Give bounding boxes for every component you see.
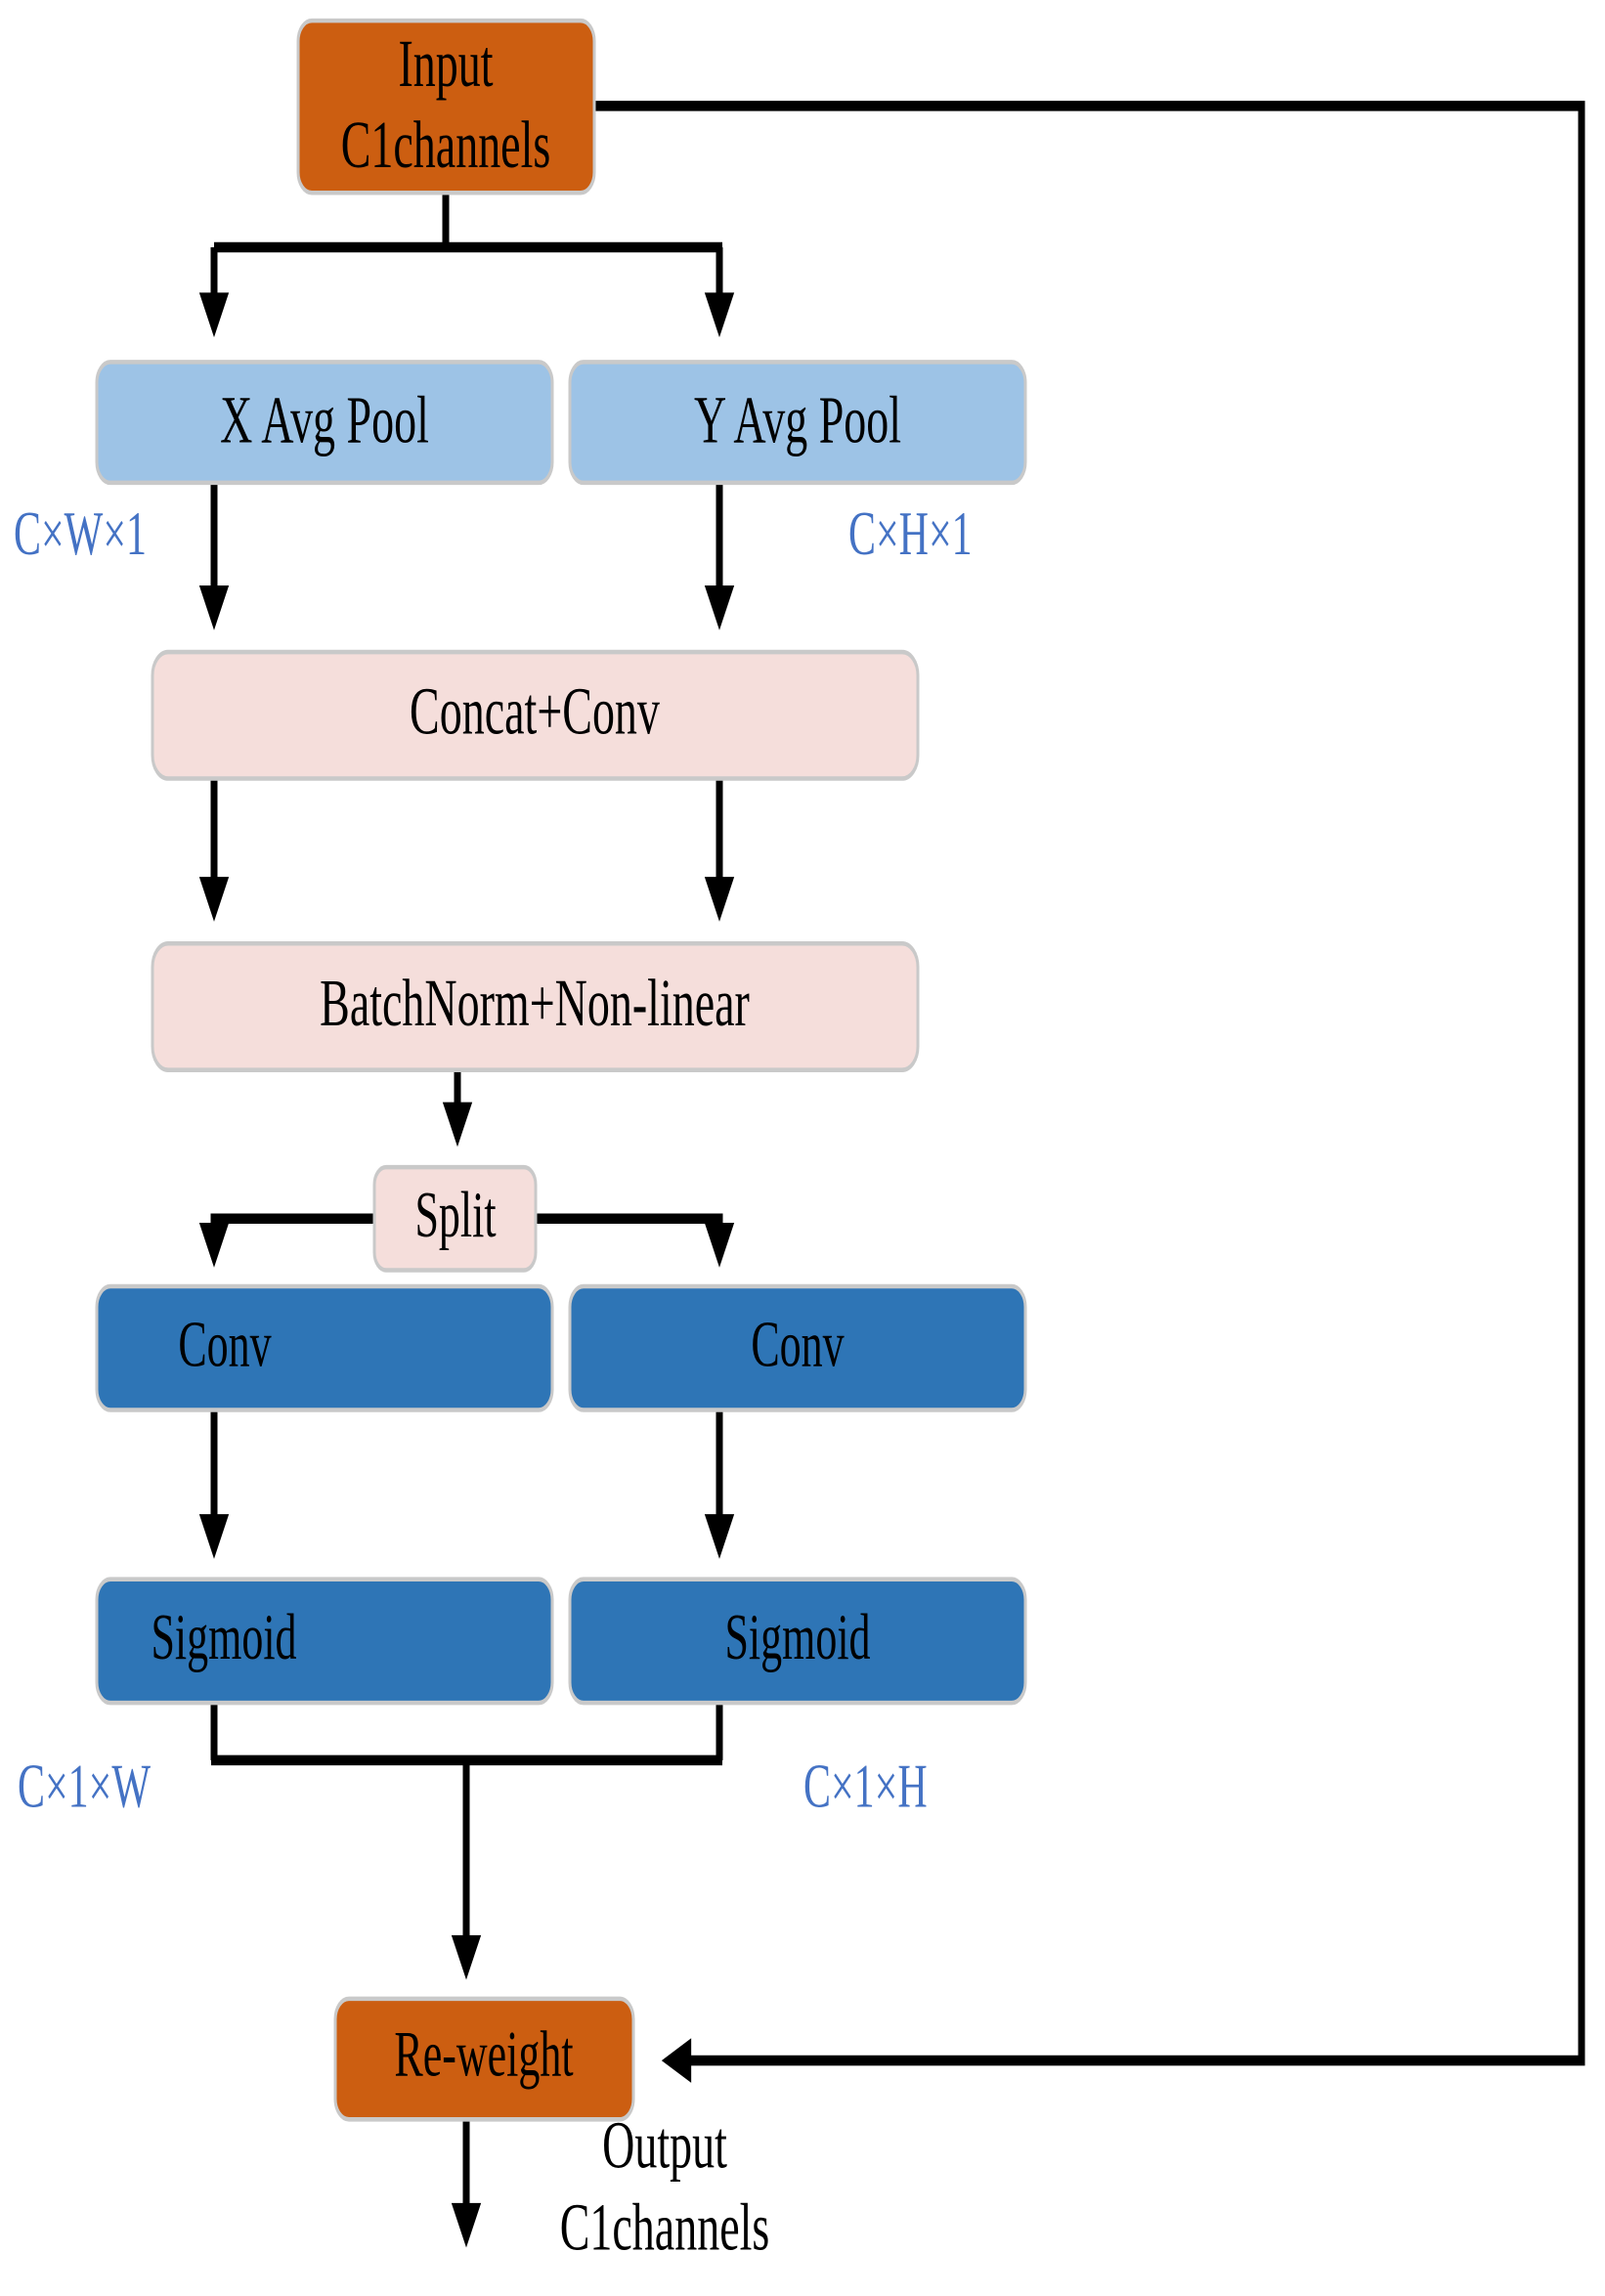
node-input[interactable]: Input C1channels (296, 18, 596, 195)
node-input-label-line1: Input (398, 26, 493, 102)
node-x-avg-pool-rect[interactable] (95, 360, 554, 486)
node-reweight-rect[interactable] (333, 1996, 635, 2122)
node-batchnorm-nonlinear[interactable]: BatchNorm+Non-linear (151, 940, 920, 1072)
node-conv-left-rect[interactable] (95, 1283, 554, 1412)
node-input-rect[interactable] (296, 18, 596, 195)
node-sigmoid-left[interactable]: Sigmoid (95, 1577, 554, 1706)
node-batchnorm-nonlinear-rect[interactable] (151, 940, 920, 1072)
node-sigmoid-left-label: Sigmoid (151, 1602, 296, 1673)
node-concat-conv[interactable]: Concat+Conv (151, 649, 920, 781)
node-sigmoid-right-label: Sigmoid (724, 1602, 870, 1673)
node-split[interactable]: Split (372, 1164, 538, 1273)
edge-split-to-conv-right (536, 1213, 735, 1268)
node-layer: Input C1channels X Avg Pool Y Avg Pool C… (95, 18, 1027, 2122)
edge-input-to-pool-bus (214, 193, 722, 253)
node-concat-conv-label: Concat+Conv (410, 673, 660, 749)
dim-label-c-w-1: C×W×1 (14, 499, 147, 569)
node-conv-left[interactable]: Conv (95, 1283, 554, 1412)
node-concat-conv-rect[interactable] (151, 649, 920, 781)
node-conv-left-label: Conv (178, 1310, 272, 1381)
free-label-layer: Output C1channels (560, 2107, 770, 2265)
node-y-avg-pool-rect[interactable] (568, 360, 1027, 486)
node-reweight-label: Re-weight (394, 2019, 574, 2091)
node-y-avg-pool[interactable]: Y Avg Pool (568, 360, 1027, 486)
node-conv-right-rect[interactable] (568, 1283, 1027, 1412)
node-x-avg-pool[interactable]: X Avg Pool (95, 360, 554, 486)
node-x-avg-pool-label: X Avg Pool (220, 382, 429, 457)
node-conv-right-label: Conv (751, 1310, 845, 1381)
node-reweight[interactable]: Re-weight (333, 1996, 635, 2122)
output-label-line1: Output (602, 2107, 727, 2183)
edge-sigmoids-merge-bus (210, 1703, 723, 1766)
edge-input-skip-to-reweight (594, 101, 1585, 2083)
node-split-label: Split (414, 1180, 496, 1251)
dim-label-c-1-w: C×1×W (18, 1752, 151, 1821)
output-label-line2: C1channels (560, 2189, 770, 2265)
node-sigmoid-right[interactable]: Sigmoid (568, 1577, 1027, 1706)
dim-label-c-h-1: C×H×1 (848, 499, 973, 569)
node-conv-right[interactable]: Conv (568, 1283, 1027, 1412)
node-split-rect[interactable] (372, 1164, 538, 1273)
node-y-avg-pool-label: Y Avg Pool (694, 382, 901, 457)
edge-split-to-conv-left (198, 1213, 374, 1268)
node-sigmoid-left-rect[interactable] (95, 1577, 554, 1706)
node-input-label-line2: C1channels (341, 108, 551, 183)
node-sigmoid-right-rect[interactable] (568, 1577, 1027, 1706)
node-batchnorm-nonlinear-label: BatchNorm+Non-linear (320, 966, 750, 1041)
dim-label-c-1-h: C×1×H (803, 1752, 928, 1821)
edge-layer (198, 101, 1585, 2248)
dimension-label-layer: C×W×1 C×H×1 C×1×W C×1×H (14, 499, 973, 1821)
